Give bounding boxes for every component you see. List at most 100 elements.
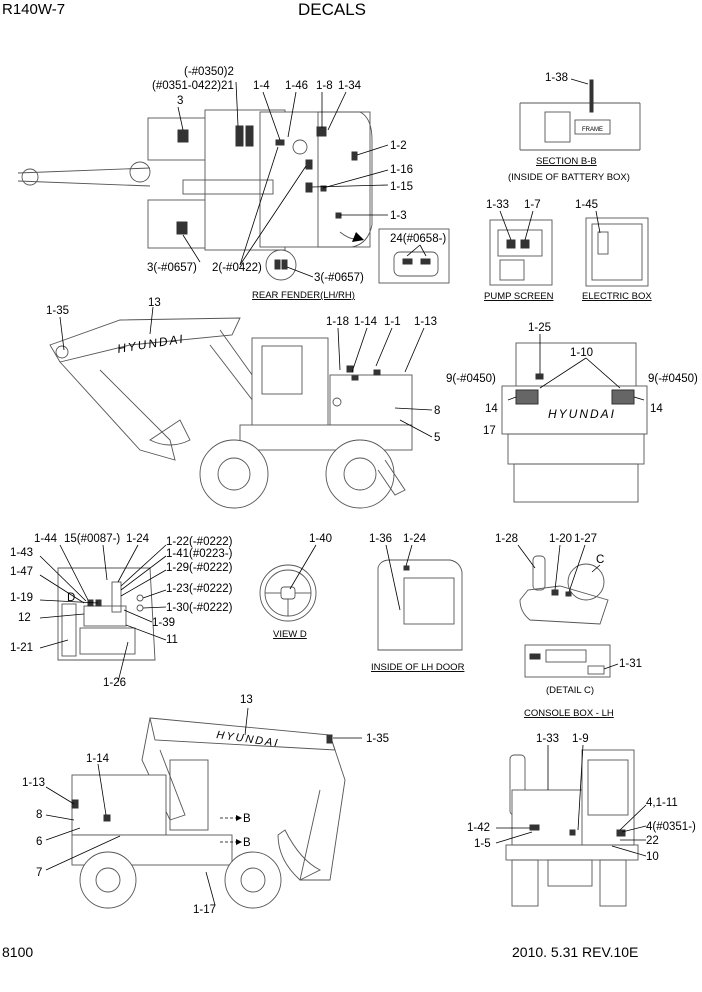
pump-screen-caption: PUMP SCREEN (484, 291, 554, 302)
rear-view-label: 9(-#0450) (446, 373, 496, 385)
pump-screen-drawing (489, 210, 553, 286)
cab-label: 1-24 (126, 533, 150, 545)
section-bb-drawing (519, 78, 641, 151)
revision-date: 2010. 5.31 REV.10E (512, 944, 639, 960)
section-marker-b: B (243, 813, 251, 825)
cab-label: 1-43 (10, 547, 33, 559)
side-view-label: 1-35 (46, 305, 69, 317)
electric-box-caption: ELECTRIC BOX (582, 291, 652, 302)
cab-label: 1-39 (152, 617, 175, 629)
page-title: DECALS (298, 0, 367, 19)
cab-label: 1-19 (10, 592, 33, 604)
console-label: 1-20 (549, 533, 572, 545)
side-view-drawing (49, 306, 433, 509)
side-view-2-label: 1-35 (366, 733, 389, 745)
rear-view-label: 14 (485, 403, 498, 415)
cab-label: 1-44 (34, 533, 58, 545)
top-view-label: 1-2 (390, 140, 407, 152)
front-view-label: 1-9 (572, 733, 589, 745)
rear-view-label: 14 (650, 403, 663, 415)
top-view-drawing (17, 81, 450, 284)
section-marker-b: B (243, 837, 251, 849)
side-view-label: 13 (148, 297, 161, 309)
side-view-label: 8 (434, 405, 440, 417)
pump-screen-label: 1-33 (486, 199, 509, 211)
top-view-label: 3(-#0657) (147, 262, 197, 274)
battery-box-caption: (INSIDE OF BATTERY BOX) (508, 172, 630, 183)
front-view-label: 4(#0351-) (646, 821, 696, 833)
view-d-caption: VIEW D (273, 629, 307, 640)
side-view-2-label: 1-14 (86, 753, 110, 765)
cab-label: 11 (166, 634, 178, 646)
steering-wheel-drawing (259, 544, 317, 622)
top-view-label: 1-4 (253, 80, 270, 92)
side-view-2-label: 13 (240, 694, 253, 706)
cab-label: D (67, 592, 75, 604)
view-d-label: 1-40 (309, 533, 332, 545)
console-label: 1-31 (619, 658, 642, 670)
cab-label: 1-41(#0223-) (166, 548, 233, 560)
side-view-label: 1-1 (384, 316, 401, 328)
top-view-label: 3(-#0657) (314, 272, 364, 284)
cab-label: 1-47 (10, 566, 33, 578)
rear-view-drawing (501, 334, 648, 503)
rear-fender-caption: REAR FENDER(LH/RH) (252, 290, 355, 301)
electric-box-drawing (585, 210, 649, 287)
lh-door-drawing (377, 544, 463, 651)
section-bb-caption: SECTION B-B (536, 156, 597, 167)
hyundai-brand-rear: HYUNDAI (548, 407, 616, 421)
front-view-label: 4,1-11 (646, 797, 678, 809)
top-view-label: 1-34 (338, 80, 362, 92)
side-view-2-label: 7 (36, 867, 42, 879)
side-view-2-drawing (45, 707, 362, 909)
hyundai-brand-text: HYUNDAI (116, 331, 185, 355)
rear-view-label: 9(-#0450) (648, 373, 698, 385)
top-view-label: 24(#0658-) (390, 233, 446, 245)
cab-label: 15(#0087-) (64, 533, 120, 545)
front-view-label: 1-5 (474, 838, 491, 850)
console-box-drawing (517, 544, 619, 678)
top-view-label: 2(-#0422) (212, 262, 262, 274)
rear-view-label: 1-25 (528, 322, 551, 334)
top-view-label: 1-8 (316, 80, 333, 92)
front-view-drawing (495, 744, 647, 907)
electric-box-label: 1-45 (575, 199, 598, 211)
side-view-label: 1-13 (414, 316, 437, 328)
page-number: 8100 (2, 944, 34, 960)
side-view-2-label: 1-17 (193, 904, 216, 916)
console-label: 1-28 (495, 533, 518, 545)
top-view-label: 1-3 (390, 210, 407, 222)
cab-view-drawing (39, 544, 167, 683)
hyundai-brand-text-2: HYUNDAI (216, 729, 281, 750)
lh-door-label: 1-24 (403, 533, 427, 545)
cab-label: 1-26 (103, 677, 126, 689)
top-view-label: 3 (177, 95, 183, 107)
front-view-label: 10 (646, 851, 659, 863)
side-view-2-label: 8 (36, 809, 42, 821)
rear-view-label: 17 (483, 425, 496, 437)
side-view-label: 1-18 (326, 316, 349, 328)
front-view-label: 22 (646, 835, 659, 847)
top-view-label: 1-46 (285, 80, 308, 92)
side-view-2-label: 6 (36, 836, 42, 848)
detail-c-caption: (DETAIL C) (546, 685, 594, 696)
cab-label: 1-23(-#0222) (166, 583, 233, 595)
rear-view-label: 1-10 (570, 347, 593, 359)
cab-label: 12 (18, 612, 31, 624)
front-view-label: 1-42 (467, 822, 490, 834)
cab-label: 1-21 (10, 642, 33, 654)
console-label: 1-27 (574, 533, 597, 545)
top-view-label: (#0351-0422)21 (152, 80, 234, 92)
cab-label: 1-22(-#0222) (166, 536, 233, 548)
front-view-label: 1-33 (536, 733, 559, 745)
top-view-label: 1-16 (390, 164, 413, 176)
top-view-label: (-#0350)2 (184, 66, 234, 78)
cab-label: 1-30(-#0222) (166, 602, 233, 614)
side-view-label: 5 (434, 432, 440, 444)
model-number: R140W-7 (2, 1, 66, 18)
side-view-label: 1-14 (354, 316, 378, 328)
cab-label: 1-29(-#0222) (166, 562, 233, 574)
lh-door-label: 1-36 (369, 533, 392, 545)
